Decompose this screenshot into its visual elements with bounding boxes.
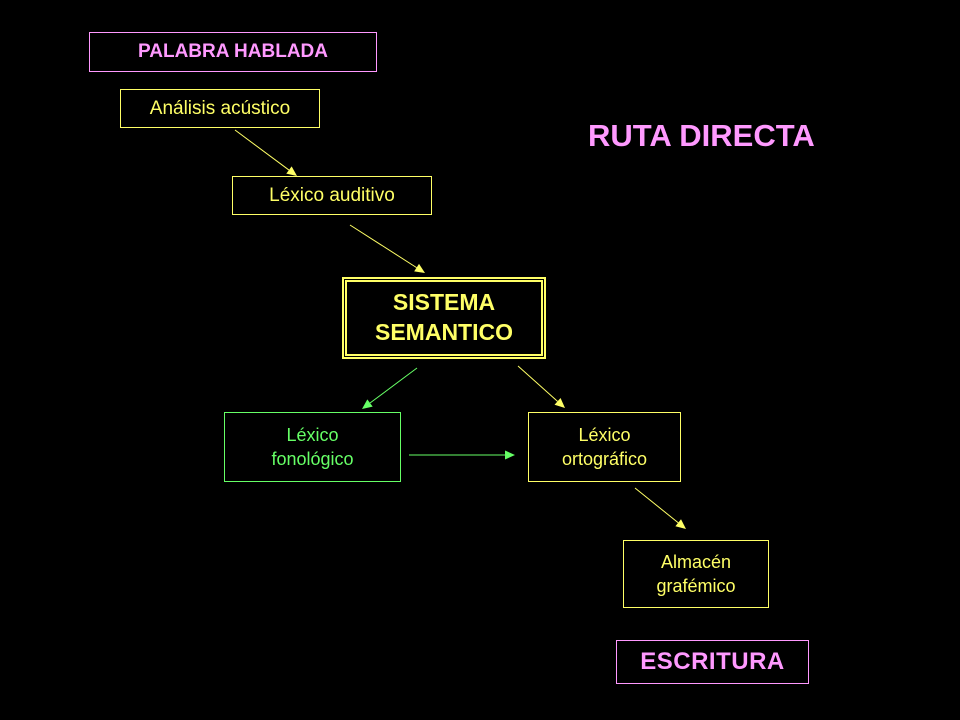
arrow-analisis-acustico-to-lexico-auditivo: [234, 129, 297, 176]
node-lexico-ortografico-line-2: ortográfico: [561, 449, 648, 469]
node-sistema-semantico-line-2: SEMANTICO: [375, 319, 513, 345]
arrow-lexico-fonologico-to-lexico-ortografico: [409, 450, 515, 460]
arrowhead: [414, 263, 425, 273]
arrow-shaft: [349, 224, 417, 269]
arrowhead: [505, 450, 515, 460]
arrow-shaft: [517, 365, 558, 402]
node-lexico-fonologico-line-2: fonológico: [271, 449, 354, 469]
arrow-shaft: [234, 129, 290, 171]
node-lexico-ortografico: Léxico ortográfico: [528, 412, 681, 482]
arrow-sistema-semantico-to-lexico-fonologico: [362, 367, 418, 409]
arrow-lexico-auditivo-to-sistema-semantico: [349, 224, 425, 273]
node-almacen-grafemico-line-1: Almacén: [660, 551, 732, 572]
node-lexico-auditivo: Léxico auditivo: [232, 176, 432, 215]
arrow-shaft: [634, 487, 679, 524]
node-analisis-acustico-label: Análisis acústico: [149, 97, 291, 119]
node-lexico-fonologico-line-1: Léxico: [286, 424, 339, 445]
node-palabra-hablada-label: PALABRA HABLADA: [138, 41, 328, 62]
node-escritura: ESCRITURA: [616, 640, 809, 684]
node-analisis-acustico: Análisis acústico: [120, 89, 320, 128]
diagram-title: RUTA DIRECTA: [588, 118, 815, 153]
node-lexico-ortografico-line-1: Léxico: [578, 424, 631, 445]
node-sistema-semantico: SISTEMA SEMANTICO: [342, 277, 546, 359]
arrow-sistema-semantico-to-lexico-ortografico: [517, 365, 565, 408]
arrowhead: [554, 397, 565, 408]
node-palabra-hablada: PALABRA HABLADA: [89, 32, 377, 72]
node-lexico-fonologico: Léxico fonológico: [224, 412, 401, 482]
node-almacen-grafemico: Almacén grafémico: [623, 540, 769, 608]
node-almacen-grafemico-line-2: grafémico: [656, 576, 736, 596]
arrow-lexico-ortografico-to-almacen-grafemico: [634, 487, 686, 529]
arrowhead: [362, 399, 373, 409]
arrow-shaft: [369, 367, 418, 404]
node-escritura-label: ESCRITURA: [640, 648, 785, 675]
arrowhead: [286, 166, 297, 176]
node-sistema-semantico-line-1: SISTEMA: [392, 289, 496, 316]
arrowhead: [675, 519, 686, 529]
node-lexico-auditivo-label: Léxico auditivo: [269, 184, 395, 206]
